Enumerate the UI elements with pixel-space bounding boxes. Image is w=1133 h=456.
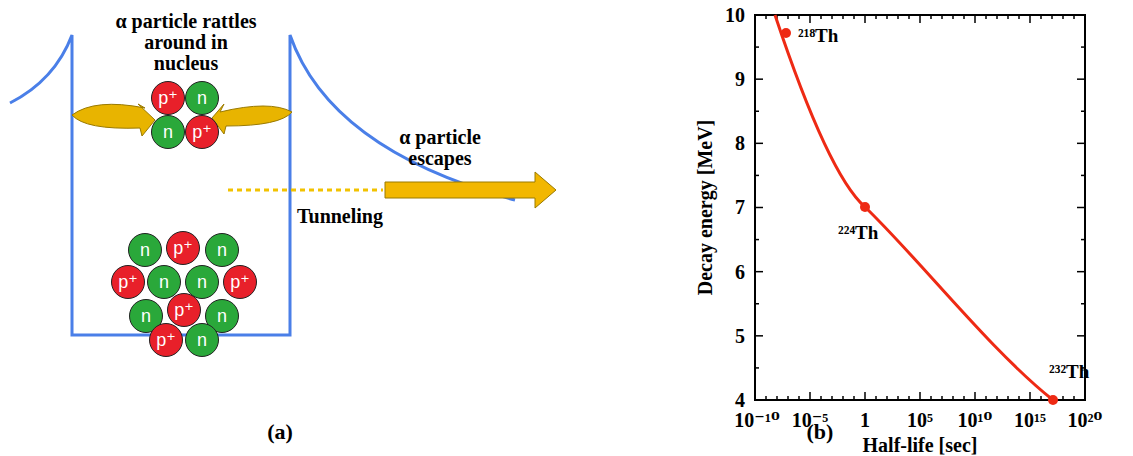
particle-label: p⁺ [174, 299, 194, 321]
particle-circle: n [205, 233, 239, 267]
particle-label: n [140, 240, 150, 261]
particle-circle: n [185, 323, 219, 357]
particle-circle: p⁺ [185, 115, 219, 149]
tick-label: 10²⁰ [1068, 410, 1103, 431]
point-label: ²²⁴Th [838, 223, 878, 243]
particle-label: n [217, 306, 227, 327]
axis-title: Decay energy [MeV] [696, 119, 717, 294]
decay-curve [775, 15, 1053, 400]
tick-label: 7 [735, 197, 745, 218]
tunneling-line [228, 189, 383, 192]
plot-frame [755, 15, 1085, 400]
tick-label: 9 [735, 69, 745, 90]
tick-label: 10¹⁵ [1014, 410, 1046, 431]
particle-label: n [197, 272, 207, 293]
rattle-arrow [212, 104, 292, 134]
particle-circle: p⁺ [149, 323, 183, 357]
tick-label: 5 [735, 326, 745, 347]
particle-label: p⁺ [158, 87, 178, 109]
callout-text: α particle escapes [385, 127, 495, 169]
particle-circle: p⁺ [111, 265, 145, 299]
tick-label: 10¹⁰ [958, 410, 993, 431]
tick-label: 10⁵ [907, 410, 933, 431]
callout-text: α particle rattles around in nucleus [111, 11, 261, 74]
escape-arrow [385, 172, 556, 208]
particle-label: p⁺ [118, 271, 138, 293]
callout-text: Tunneling [297, 206, 383, 227]
data-point [781, 28, 791, 38]
tick-label: 10 [725, 5, 745, 26]
particle-label: p⁺ [173, 237, 193, 259]
tick-label: 1 [860, 410, 870, 431]
particle-label: n [141, 306, 151, 327]
particle-circle: p⁺ [166, 231, 200, 265]
particle-circle: p⁺ [151, 81, 185, 115]
tick-label: 8 [735, 133, 745, 154]
particle-label: p⁺ [192, 121, 212, 143]
point-label: ²¹⁸Th [798, 26, 838, 46]
data-point [860, 202, 870, 212]
point-label: ²³²Th [1049, 362, 1089, 382]
particle-label: n [197, 330, 207, 351]
panel-label: (a) [267, 420, 293, 443]
tick-label: 10⁻¹⁰ [734, 410, 779, 431]
particle-circle: p⁺ [167, 293, 201, 327]
particle-label: n [197, 88, 207, 109]
particle-label: p⁺ [230, 271, 250, 293]
tick-label: 4 [735, 390, 745, 411]
panel-label: (b) [807, 420, 834, 443]
particle-circle: n [185, 81, 219, 115]
tick-label: 6 [735, 262, 745, 283]
data-point [1048, 395, 1058, 405]
particle-label: n [217, 240, 227, 261]
particle-circle: p⁺ [223, 265, 257, 299]
rattle-arrow [72, 104, 155, 136]
particle-circle: n [151, 115, 185, 149]
particle-circle: n [128, 233, 162, 267]
axis-ticks [755, 15, 1085, 400]
particle-label: n [159, 272, 169, 293]
particle-label: p⁺ [156, 329, 176, 351]
axis-title: Half-life [sec] [863, 435, 978, 456]
particle-label: n [163, 122, 173, 143]
